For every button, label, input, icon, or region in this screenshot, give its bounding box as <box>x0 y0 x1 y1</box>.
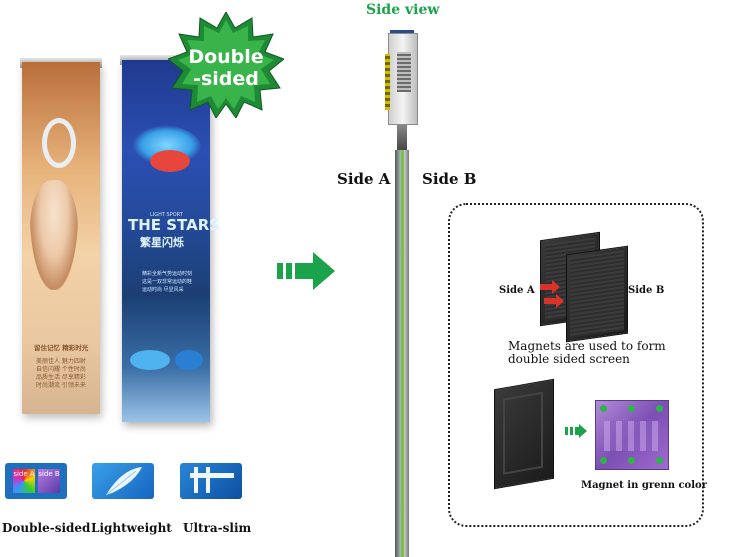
magnet-dot <box>600 457 607 464</box>
double-sided-icon: side A side B <box>5 463 67 499</box>
feature-label: Double-sided <box>2 521 91 535</box>
magnet-color-caption: Magnet in grenn color <box>581 480 707 491</box>
magnet-arrows-icon <box>540 280 564 308</box>
magnet-dot <box>656 405 663 412</box>
connector-strip <box>385 54 390 110</box>
feature-label: Ultra-slim <box>183 521 252 535</box>
magnet-dot <box>628 457 635 464</box>
side-a-swatch: side A <box>13 469 35 493</box>
cabinet-face <box>570 250 624 338</box>
magnet-detail-panel <box>448 203 704 527</box>
side-b-label: Side B <box>422 170 477 188</box>
magnet-photo <box>595 400 669 470</box>
magnet-dot <box>628 405 635 412</box>
cabinet-frame <box>503 391 543 475</box>
right-arrow-icon <box>277 252 335 290</box>
cabinet-label-a: Side A <box>499 285 535 296</box>
badge-line-1: Double <box>188 46 264 68</box>
poster-left-caption: 留住记忆 精彩时光 <box>34 344 89 352</box>
side-a-label: Side A <box>337 170 391 188</box>
magnet-strip <box>401 150 404 557</box>
cabinet-label-b: Side B <box>628 285 665 296</box>
caliper-glyph <box>190 467 234 493</box>
badge-line-2: -sided <box>193 68 259 90</box>
badge-text: Double -sided <box>180 46 272 90</box>
poster-right-brand-small: LIGHT SPORT <box>150 212 183 218</box>
poster-left-line: 品质生活 尽享精彩 <box>36 374 86 381</box>
poster-right-brand-cn: 繁星闪烁 <box>140 236 184 249</box>
magnet-dot <box>656 457 663 464</box>
poster-left-line: 时尚潮流 引领未来 <box>36 382 86 389</box>
shoe-graphic <box>175 350 203 370</box>
caliper-icon <box>180 463 242 499</box>
controller-box <box>385 33 418 125</box>
vent-grille <box>397 52 411 92</box>
poster-right-line: 这是一双非常运动的鞋 <box>142 279 193 285</box>
cabinet-side-b <box>566 245 628 343</box>
feather-icon <box>92 463 154 499</box>
starburst-badge <box>168 12 284 118</box>
feather-glyph <box>105 467 142 496</box>
shoe-graphic <box>130 350 170 370</box>
poster-right-line: 精彩全新气势运动时刻 <box>142 271 193 277</box>
poster-left-line: 自信闪耀 个性时尚 <box>36 366 86 373</box>
magnet-dot <box>600 405 607 412</box>
shoe-graphic-sole <box>150 150 190 172</box>
magnet-caption-line-1: Magnets are used to form <box>508 339 666 353</box>
magnet-caption-line-2: double sided screen <box>508 352 630 366</box>
cabinet-back <box>494 378 554 490</box>
mount-bracket <box>397 125 407 151</box>
small-arrow-icon <box>565 424 587 438</box>
poster-right-brand-big: THE STARS <box>128 216 221 234</box>
woman-portrait <box>30 180 78 290</box>
poster-left-line: 美丽佳人 魅力四射 <box>36 358 86 365</box>
module-grid <box>604 421 660 451</box>
side-view-title: Side view <box>366 2 440 18</box>
feature-label: Lightweight <box>91 521 172 535</box>
side-b-swatch: side B <box>38 469 60 493</box>
poster-right-line: 运动时尚 尽显风采 <box>142 287 184 293</box>
jewelry-logo-icon <box>42 118 76 168</box>
